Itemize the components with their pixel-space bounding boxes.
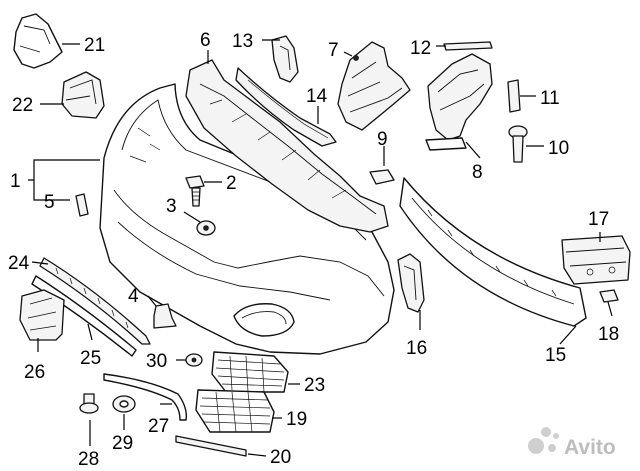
part-14-rail <box>235 67 337 147</box>
part-6-absorber <box>185 59 389 233</box>
part-10-rivet <box>508 125 528 163</box>
part-12-strip <box>443 41 493 51</box>
callout-4: 4 <box>128 286 139 307</box>
watermark-text: Avito <box>564 436 616 459</box>
leader-lines <box>28 39 613 457</box>
callout-9: 9 <box>377 129 388 150</box>
part-21-shield <box>13 13 63 69</box>
part-29-washer <box>112 395 136 413</box>
callout-18: 18 <box>598 324 619 345</box>
callout-2: 2 <box>226 173 237 194</box>
part-9-nut <box>369 169 395 185</box>
part-13-bracket <box>271 35 299 83</box>
part-27-trim <box>103 373 188 421</box>
callout-5: 5 <box>44 192 55 213</box>
part-22-bracket <box>61 71 105 119</box>
callout-17: 17 <box>588 209 609 230</box>
part-26-plate-bracket <box>19 289 65 341</box>
callout-16: 16 <box>406 338 427 359</box>
callout-6: 6 <box>200 30 211 51</box>
callout-28: 28 <box>78 449 99 470</box>
part-18-clip <box>599 289 619 303</box>
part-2-bolt <box>185 175 205 207</box>
part-16-lower-bracket <box>397 253 425 313</box>
callout-26: 26 <box>24 362 45 383</box>
part-24-molding <box>39 257 151 345</box>
part-19-grille <box>195 389 275 433</box>
avito-dots-icon <box>528 427 559 454</box>
callout-8: 8 <box>472 162 483 183</box>
callout-11: 11 <box>540 88 560 109</box>
part-28-bolt <box>79 393 99 414</box>
part-15-lower-beam <box>399 177 587 327</box>
callout-12: 12 <box>410 38 431 59</box>
part-17-bracket <box>561 235 631 285</box>
part-3-fastener <box>196 220 216 236</box>
callout-15: 15 <box>545 345 566 366</box>
part-4-plug <box>153 303 177 329</box>
callout-7: 7 <box>328 40 339 61</box>
part-11-clip <box>507 79 521 113</box>
callout-1: 1 <box>10 171 21 192</box>
callout-19: 19 <box>286 409 307 430</box>
part-5-clip <box>75 193 89 217</box>
part-8-right-bracket <box>425 53 493 151</box>
callout-22: 22 <box>12 95 33 116</box>
callout-25: 25 <box>80 348 101 369</box>
callout-24: 24 <box>8 253 30 274</box>
callout-13: 13 <box>232 31 253 52</box>
callout-14: 14 <box>306 86 328 107</box>
callout-30: 30 <box>146 351 167 372</box>
callout-21: 21 <box>84 35 105 56</box>
callout-3: 3 <box>166 196 177 217</box>
part-20-strip <box>175 435 247 457</box>
watermark: Avito <box>528 427 616 459</box>
part-7-side-bracket <box>337 41 411 131</box>
callout-labels: 1 2 3 4 5 6 7 8 9 10 11 12 13 14 15 16 1… <box>8 30 619 470</box>
callout-20: 20 <box>270 447 291 468</box>
callout-10: 10 <box>548 138 569 159</box>
callout-29: 29 <box>112 433 133 454</box>
part-23-grille <box>211 351 289 393</box>
part-1-bumper-cover <box>99 83 395 355</box>
callout-23: 23 <box>304 375 325 396</box>
callout-27: 27 <box>148 416 169 437</box>
part-30-fastener <box>185 353 203 367</box>
